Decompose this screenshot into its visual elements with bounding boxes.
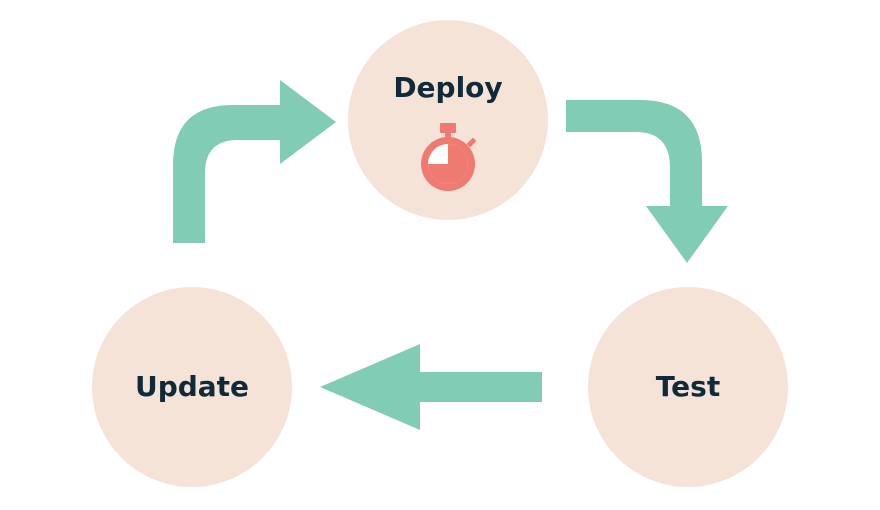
- node-test: Test: [588, 287, 788, 487]
- stopwatch-icon: [421, 123, 477, 191]
- node-deploy: Deploy: [348, 20, 548, 220]
- arrow-update-to-deploy-shaft: [173, 105, 282, 243]
- arrow-deploy-to-test: [566, 100, 728, 263]
- arrow-update-to-deploy: [173, 80, 336, 243]
- node-update: Update: [92, 287, 292, 487]
- arrow-update-to-deploy-head: [280, 80, 336, 164]
- arrow-test-to-update-shaft: [418, 372, 542, 402]
- arrow-test-to-update: [320, 344, 542, 430]
- node-deploy-circle: [348, 20, 548, 220]
- node-update-label: Update: [135, 370, 249, 403]
- arrow-test-to-update-head: [320, 344, 420, 430]
- node-test-label: Test: [656, 370, 720, 403]
- node-test-circle: [588, 287, 788, 487]
- node-deploy-label: Deploy: [393, 71, 502, 104]
- node-update-circle: [92, 287, 292, 487]
- arrow-deploy-to-test-head: [646, 206, 728, 263]
- arrow-deploy-to-test-shaft: [566, 100, 702, 210]
